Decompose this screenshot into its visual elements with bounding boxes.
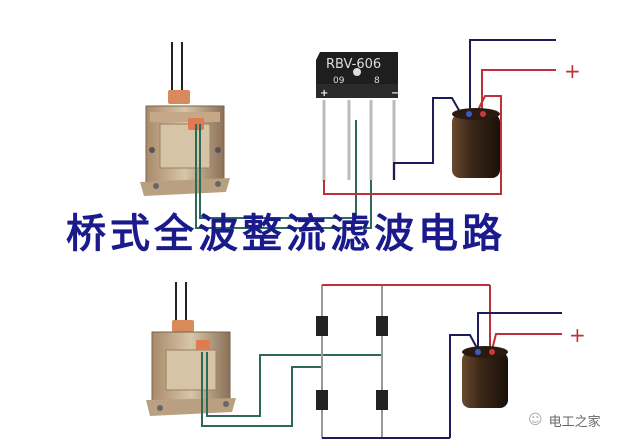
diode-bridge	[316, 284, 490, 439]
watermark: ☺ 电工之家	[528, 410, 601, 430]
bottom-capacitor	[462, 346, 508, 408]
top-dc-wires	[323, 39, 556, 195]
wechat-icon: ☺	[528, 412, 543, 428]
bottom-ac-wires	[201, 352, 383, 427]
bridge-model-label: RBV-606	[326, 57, 381, 72]
bottom-plus-label: +	[569, 323, 586, 347]
diode-1	[316, 316, 328, 336]
diode-4	[376, 390, 388, 410]
svg-text:09: 09	[333, 76, 345, 86]
bottom-transformer	[146, 282, 236, 416]
diagram-title: 桥式全波整流滤波电路	[66, 211, 506, 257]
svg-text:+: +	[320, 88, 328, 99]
diode-2	[376, 316, 388, 336]
svg-text:−: −	[391, 88, 399, 99]
bottom-dc-wires	[449, 285, 562, 438]
diode-3	[316, 390, 328, 410]
top-capacitor	[452, 108, 500, 178]
top-plus-label: +	[564, 59, 581, 83]
bridge-rectifier: RBV-606 09 8 + −	[316, 52, 399, 182]
svg-text:8: 8	[374, 76, 380, 86]
top-transformer	[140, 42, 230, 196]
watermark-text: 电工之家	[548, 414, 601, 430]
